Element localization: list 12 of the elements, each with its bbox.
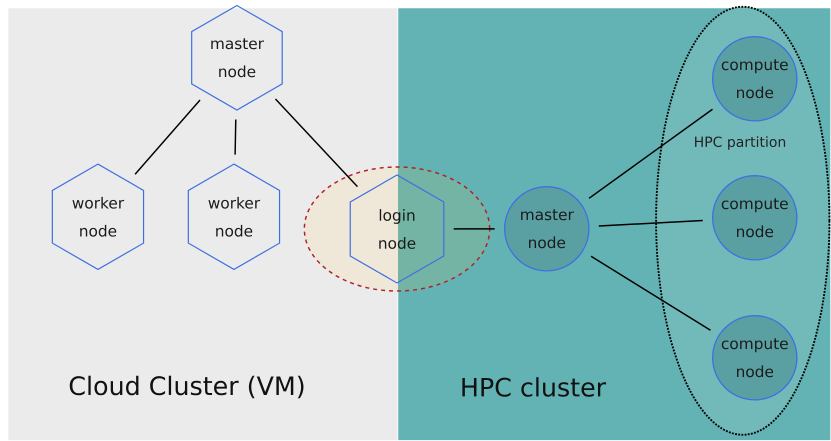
connector-line (234, 119, 237, 155)
connector-line (598, 220, 703, 227)
connector-line (274, 98, 358, 188)
circle-node: compute node (712, 175, 798, 261)
circle-node: compute node (712, 36, 798, 122)
login-ellipse (304, 166, 490, 292)
connector-line (590, 256, 711, 331)
hexagon-node: master node (191, 4, 283, 111)
connector-line (588, 108, 713, 199)
circle-node: compute node (712, 314, 798, 401)
circle-node: master node (504, 186, 590, 272)
connector-line (134, 100, 201, 175)
